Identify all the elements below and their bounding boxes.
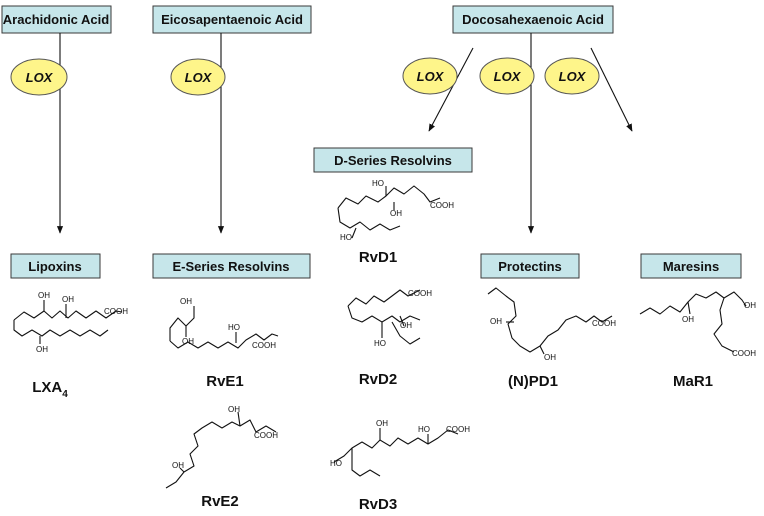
family-label-protectins: Protectins: [498, 259, 562, 274]
atom-oh: OH: [36, 345, 48, 354]
lox-label: LOX: [494, 69, 522, 84]
atom-oh: OH: [180, 297, 192, 306]
atom-oh: OH: [62, 295, 74, 304]
precursor-arachidonic-acid: Arachidonic Acid: [1, 5, 112, 34]
atom-oh: OH: [228, 405, 240, 414]
structure-mar1: OH OH COOH: [639, 291, 756, 358]
lox-enzyme-dha-p: LOX: [479, 57, 535, 95]
family-label-e-resolvins: E-Series Resolvins: [172, 259, 289, 274]
lox-label: LOX: [417, 69, 445, 84]
atom-oh: OH: [682, 315, 694, 324]
atom-ho: HO: [330, 459, 342, 468]
structure-rvd3: OH HO COOH HO: [330, 419, 470, 477]
atom-cooh: COOH: [104, 307, 128, 316]
compound-name-lxa4: LXA4: [32, 379, 68, 400]
atom-cooh: COOH: [430, 201, 454, 210]
family-e-series-resolvins: E-Series Resolvins: [152, 253, 311, 279]
compound-name-mar1: MaR1: [673, 373, 713, 390]
precursor-eicosapentaenoic-acid: Eicosapentaenoic Acid: [152, 5, 312, 34]
precursor-label-dha: Docosahexaenoic Acid: [462, 12, 604, 27]
family-lipoxins: Lipoxins: [10, 253, 101, 279]
compound-name-rvd1: RvD1: [359, 249, 397, 266]
compound-name-lxa4-subscript: 4: [62, 389, 68, 400]
lox-enzyme-epa: LOX: [170, 58, 226, 96]
lox-label: LOX: [26, 70, 54, 85]
atom-oh: OH: [38, 291, 50, 300]
atom-oh: OH: [390, 209, 402, 218]
family-label-maresins: Maresins: [663, 259, 719, 274]
lox-label: LOX: [185, 70, 213, 85]
atom-cooh: COOH: [446, 425, 470, 434]
atom-oh: OH: [744, 301, 756, 310]
family-d-series-resolvins: D-Series Resolvins: [313, 147, 473, 173]
atom-cooh: COOH: [592, 319, 616, 328]
arrow-dha-to-maresins: [590, 47, 633, 132]
structure-rve1: OH OH HO COOH: [169, 297, 279, 350]
precursor-label-epa: Eicosapentaenoic Acid: [161, 12, 303, 27]
structure-npd1: OH OH COOH: [487, 287, 616, 362]
atom-oh: OH: [544, 353, 556, 362]
precursor-label-aa: Arachidonic Acid: [3, 12, 109, 27]
atom-oh: OH: [400, 321, 412, 330]
structure-rve2: OH OH COOH: [165, 405, 278, 489]
arrow-dha-to-d-resolvins: [428, 47, 474, 132]
compound-name-rvd2: RvD2: [359, 371, 397, 388]
structure-lxa4: OH OH COOH OH: [13, 291, 128, 354]
structure-rvd1: HO OH COOH HO: [337, 179, 454, 242]
lox-enzyme-aa: LOX: [10, 58, 68, 96]
atom-oh: OH: [376, 419, 388, 428]
compound-name-rve2: RvE2: [201, 493, 239, 510]
atom-oh: OH: [172, 461, 184, 470]
family-label-d-resolvins: D-Series Resolvins: [334, 153, 452, 168]
family-maresins: Maresins: [640, 253, 742, 279]
lox-enzyme-dha-d: LOX: [402, 57, 458, 95]
atom-oh: OH: [490, 317, 502, 326]
compound-name-rvd3: RvD3: [359, 496, 397, 513]
lox-enzyme-dha-m: LOX: [544, 57, 600, 95]
compound-name-lxa4-main: LXA: [32, 379, 62, 396]
atom-cooh: COOH: [254, 431, 278, 440]
lox-label: LOX: [559, 69, 587, 84]
compound-name-rve1: RvE1: [206, 373, 244, 390]
family-label-lipoxins: Lipoxins: [28, 259, 81, 274]
atom-ho: HO: [372, 179, 384, 188]
atom-cooh: COOH: [252, 341, 276, 350]
atom-ho: HO: [340, 233, 352, 242]
compound-name-npd1: (N)PD1: [508, 373, 558, 390]
family-protectins: Protectins: [480, 253, 580, 279]
atom-ho: HO: [374, 339, 386, 348]
atom-ho: HO: [228, 323, 240, 332]
atom-oh: OH: [182, 337, 194, 346]
precursor-docosahexaenoic-acid: Docosahexaenoic Acid: [452, 5, 614, 34]
atom-cooh: COOH: [408, 289, 432, 298]
atom-cooh: COOH: [732, 349, 756, 358]
structure-rvd2: OH HO COOH: [347, 289, 432, 348]
atom-ho: HO: [418, 425, 430, 434]
